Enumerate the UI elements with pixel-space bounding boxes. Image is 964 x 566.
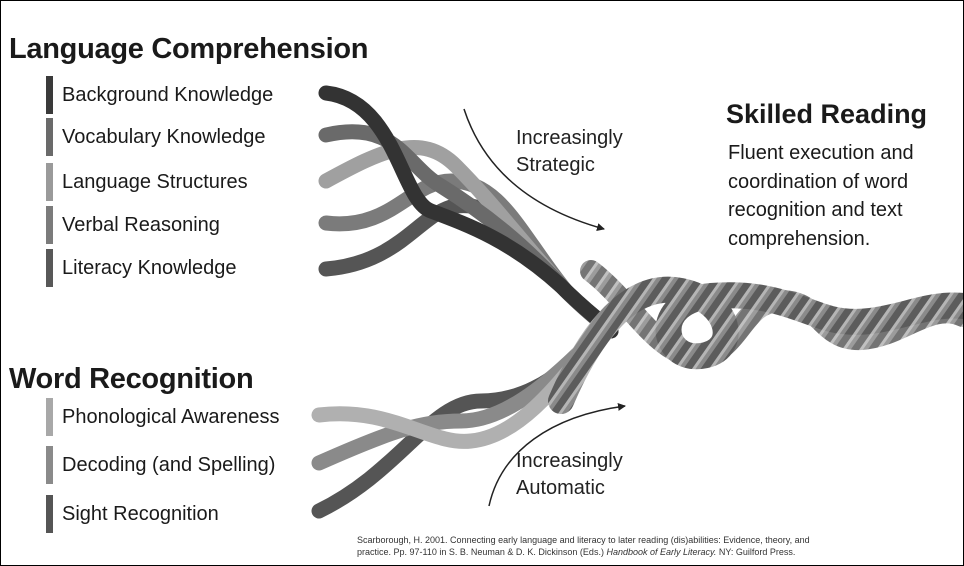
citation-publisher: NY: Guilford Press. [718, 547, 796, 557]
automatic-arrow [488, 402, 626, 507]
increasingly-automatic-note: Increasingly Automatic [516, 448, 623, 502]
strand-color-bar [46, 118, 53, 156]
list-item: Background Knowledge [46, 76, 273, 114]
citation-line-1: Scarborough, H. 2001. Connecting early l… [357, 535, 810, 545]
list-item: Sight Recognition [46, 495, 219, 533]
description-line: recognition and text [728, 199, 903, 221]
list-item: Phonological Awareness [46, 398, 280, 436]
list-item: Verbal Reasoning [46, 206, 220, 244]
note-line: Automatic [516, 477, 605, 499]
note-line: Increasingly [516, 450, 623, 472]
description-line: comprehension. [728, 227, 871, 250]
strand-color-bar [46, 446, 53, 484]
strategic-arrow [463, 108, 605, 231]
skilled-reading-title: Skilled Reading [726, 99, 928, 129]
list-item: Literacy Knowledge [46, 249, 237, 287]
word-recognition-heading: Word Recognition [9, 363, 254, 395]
strand-color-bar [46, 398, 53, 436]
strand-color-bar [46, 76, 53, 114]
list-item: Language Structures [46, 163, 248, 201]
literacy-knowledge-label: Literacy Knowledge [62, 256, 237, 279]
note-line: Increasingly [516, 127, 623, 149]
language-structures-label: Language Structures [62, 170, 248, 193]
list-item: Vocabulary Knowledge [46, 118, 265, 156]
citation-line-2: practice. Pp. 97-110 in S. B. Neuman & D… [357, 546, 810, 558]
decoding-label: Decoding (and Spelling) [62, 453, 276, 476]
citation: Scarborough, H. 2001. Connecting early l… [357, 534, 810, 558]
language-comprehension-heading: Language Comprehension [9, 33, 369, 65]
note-line: Strategic [516, 154, 595, 176]
list-item: Decoding (and Spelling) [46, 446, 275, 484]
strand-color-bar [46, 249, 53, 287]
language-strands [318, 85, 619, 339]
citation-text: practice. Pp. 97-110 in S. B. Neuman & D… [357, 547, 604, 557]
description-line: Fluent execution and [728, 142, 914, 164]
background-knowledge-label: Background Knowledge [62, 83, 274, 106]
strand-color-bar [46, 206, 53, 244]
increasingly-strategic-note: Increasingly Strategic [516, 125, 623, 179]
braided-rope [548, 260, 963, 414]
strand-background-knowledge [318, 85, 619, 339]
strand-color-bar [46, 495, 53, 533]
citation-book-title: Handbook of Early Literacy. [606, 547, 717, 557]
skilled-reading-description: Fluent execution and coordination of wor… [728, 139, 914, 253]
phonological-awareness-label: Phonological Awareness [62, 405, 280, 428]
description-line: coordination of word [728, 170, 909, 193]
strand-color-bar [46, 163, 53, 201]
sight-recognition-label: Sight Recognition [62, 502, 219, 525]
vocabulary-knowledge-label: Vocabulary Knowledge [62, 125, 266, 148]
verbal-reasoning-label: Verbal Reasoning [62, 213, 220, 236]
